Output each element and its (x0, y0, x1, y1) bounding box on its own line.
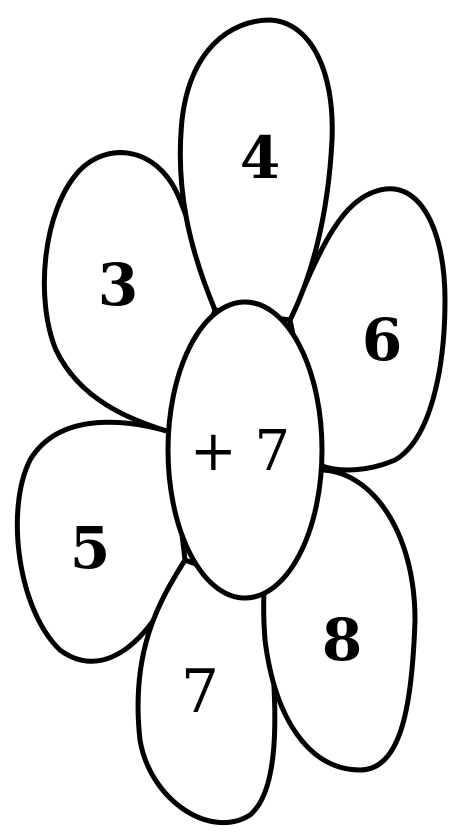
petal-top: 4 (180, 20, 332, 320)
petal-top-label: 4 (240, 124, 280, 192)
petal-bottom-label: 7 (181, 657, 219, 727)
petal-upper-right-label: 6 (362, 306, 402, 374)
petal-lower-right-label: 8 (322, 606, 362, 674)
flower-center: + 7 (168, 302, 322, 598)
flower-center-label: + 7 (190, 419, 290, 484)
petal-upper-left-label: 3 (98, 251, 138, 319)
petal-left-label: 5 (70, 514, 110, 582)
